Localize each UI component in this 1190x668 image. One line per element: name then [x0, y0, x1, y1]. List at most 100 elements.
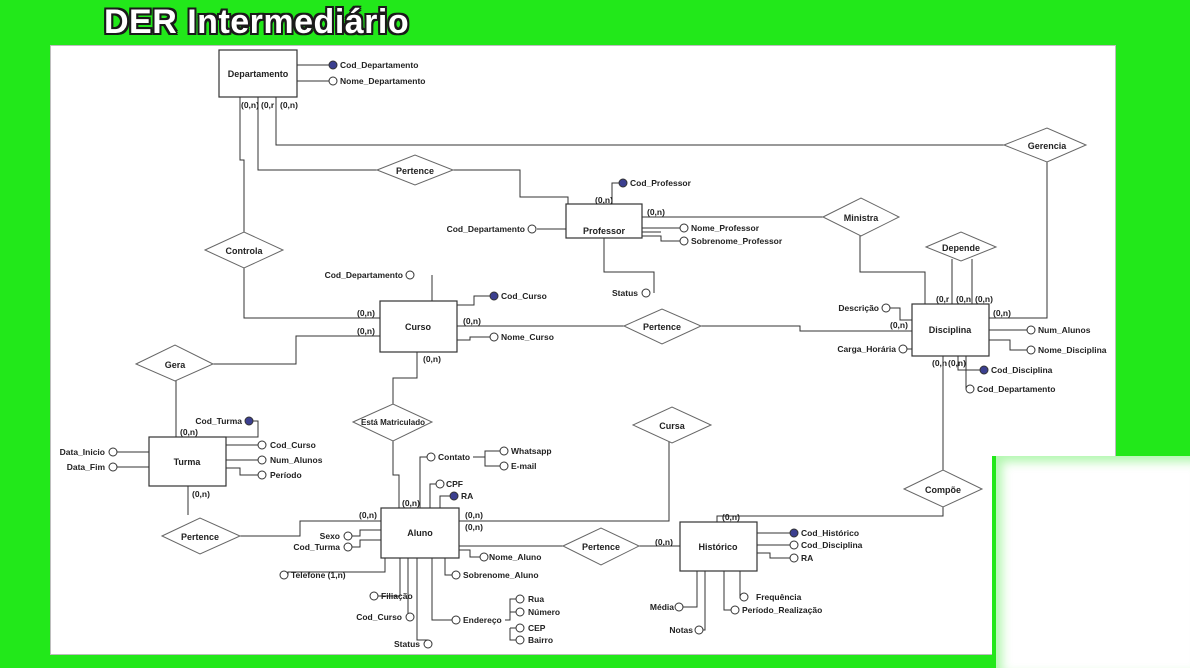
attr-icon — [257, 440, 267, 450]
attr-endereco: Endereço — [463, 615, 502, 625]
card-dep-1: (0,n) — [241, 100, 259, 110]
rel-ministra[interactable] — [821, 197, 901, 237]
relationship-labels: Pertence Gerencia Controla Ministra Depe… — [165, 141, 1068, 552]
attr-rua: Rua — [528, 594, 544, 604]
card-hist-top: (0,n) — [722, 512, 740, 522]
attr-icon — [451, 615, 461, 625]
attr-icon — [328, 76, 338, 86]
attr-num-alunos-disc: Num_Alunos — [1038, 325, 1091, 335]
attr-icon — [343, 531, 353, 541]
attr-cep: CEP — [528, 623, 546, 633]
card-turma-top: (0,n) — [180, 427, 198, 437]
label-rel-cursa: Cursa — [659, 421, 686, 431]
attr-icon — [405, 270, 415, 280]
card-prof-top: (0,n) — [595, 195, 613, 205]
entity-curso[interactable] — [379, 300, 458, 353]
attr-cod-disciplina: Cod_Disciplina — [991, 365, 1053, 375]
attr-filiacao: Filiação — [381, 591, 413, 601]
attr-icon — [965, 384, 975, 394]
attr-icon — [679, 236, 689, 246]
card-prof-right: (0,n) — [647, 207, 665, 217]
card-disc-bottom2: (0,n) — [948, 358, 966, 368]
attr-icon — [789, 540, 799, 550]
attr-icon — [739, 592, 749, 602]
label-rel-pertence-turma: Pertence — [181, 532, 219, 542]
key-attr-icon — [489, 291, 499, 301]
cardinality-labels: (0,n) (0,r (0,n) (0,n) (0,n) (0,n) (0,n)… — [180, 100, 1011, 547]
label-rel-pertence-curso: Pertence — [643, 322, 681, 332]
entity-turma[interactable] — [148, 436, 227, 487]
attr-icon — [515, 607, 525, 617]
attr-icon — [499, 446, 509, 456]
attr-icon — [515, 635, 525, 645]
attr-sobrenome-professor: Sobrenome_Professor — [691, 236, 783, 246]
label-rel-pertence-hist: Pertence — [582, 542, 620, 552]
attr-icon — [694, 625, 704, 635]
rel-pertence-hist[interactable] — [561, 527, 641, 566]
key-attr-icon — [328, 60, 338, 70]
rel-depende[interactable] — [924, 231, 998, 262]
attr-icon — [489, 332, 499, 342]
rel-gerencia[interactable] — [1002, 127, 1088, 163]
card-disc-top3: (0,n) — [975, 294, 993, 304]
attr-icon — [405, 612, 415, 622]
entity-professor[interactable] — [565, 203, 643, 239]
attr-numero: Número — [528, 607, 560, 617]
rel-pertence-curso[interactable] — [622, 308, 703, 345]
card-curso-right: (0,n) — [463, 316, 481, 326]
attr-ra: RA — [461, 491, 473, 501]
attr-hist-ra: RA — [801, 553, 813, 563]
attr-icon — [108, 447, 118, 457]
attr-hist-cod-disciplina: Cod_Disciplina — [801, 540, 863, 550]
attr-data-fim: Data_Fim — [67, 462, 106, 472]
key-attr-icon — [618, 178, 628, 188]
attr-contato: Contato — [438, 452, 470, 462]
label-rel-compoe: Compõe — [925, 485, 961, 495]
attr-media: Média — [650, 602, 674, 612]
attr-nome-departamento: Nome_Departamento — [340, 76, 426, 86]
attribute-markers — [108, 60, 1036, 649]
attribute-labels: Cod_Departamento Nome_Departamento Cod_P… — [60, 60, 1107, 649]
card-disc-right: (0,n) — [993, 308, 1011, 318]
label-aluno: Aluno — [407, 528, 433, 538]
attr-icon — [426, 452, 436, 462]
entity-historico[interactable] — [679, 521, 758, 572]
card-aluno-top: (0,n) — [402, 498, 420, 508]
attr-nome-disciplina: Nome_Disciplina — [1038, 345, 1107, 355]
attr-curso-cod-departamento: Cod_Departamento — [325, 270, 403, 280]
attr-icon — [108, 462, 118, 472]
attr-cod-curso: Cod_Curso — [501, 291, 547, 301]
card-curso-bottom: (0,n) — [423, 354, 441, 364]
attr-aluno-status: Status — [394, 639, 420, 649]
attr-icon — [451, 570, 461, 580]
rel-esta-matriculado[interactable] — [351, 403, 434, 442]
attr-icon — [1026, 345, 1036, 355]
attr-notas: Notas — [669, 625, 693, 635]
entity-disciplina[interactable] — [911, 303, 990, 357]
rel-gera[interactable] — [134, 344, 215, 382]
entity-labels: Departamento Professor Curso Disciplina … — [174, 69, 973, 552]
card-disc-left: (0,n) — [890, 320, 908, 330]
rel-cursa[interactable] — [631, 406, 713, 444]
key-attr-icon — [979, 365, 989, 375]
attr-icon — [515, 623, 525, 633]
entity-aluno[interactable] — [380, 507, 460, 559]
attr-icon — [515, 594, 525, 604]
rel-compoe[interactable] — [902, 469, 984, 508]
rel-pertence-dep[interactable] — [375, 154, 455, 186]
attr-periodo-realizacao: Período_Realização — [742, 605, 822, 615]
attr-cod-professor: Cod_Professor — [630, 178, 692, 188]
attr-turma-num-alunos: Num_Alunos — [270, 455, 323, 465]
rel-pertence-turma[interactable] — [160, 517, 242, 555]
label-rel-ministra: Ministra — [844, 213, 880, 223]
attr-icon — [881, 303, 891, 313]
attr-prof-status: Status — [612, 288, 638, 298]
attr-icon — [730, 605, 740, 615]
attr-icon — [679, 223, 689, 233]
attr-carga-horaria: Carga_Horária — [837, 344, 896, 354]
entity-departamento[interactable] — [218, 49, 298, 98]
attr-icon — [898, 344, 908, 354]
rel-controla[interactable] — [203, 231, 285, 269]
attr-aluno-cod-turma: Cod_Turma — [293, 542, 340, 552]
